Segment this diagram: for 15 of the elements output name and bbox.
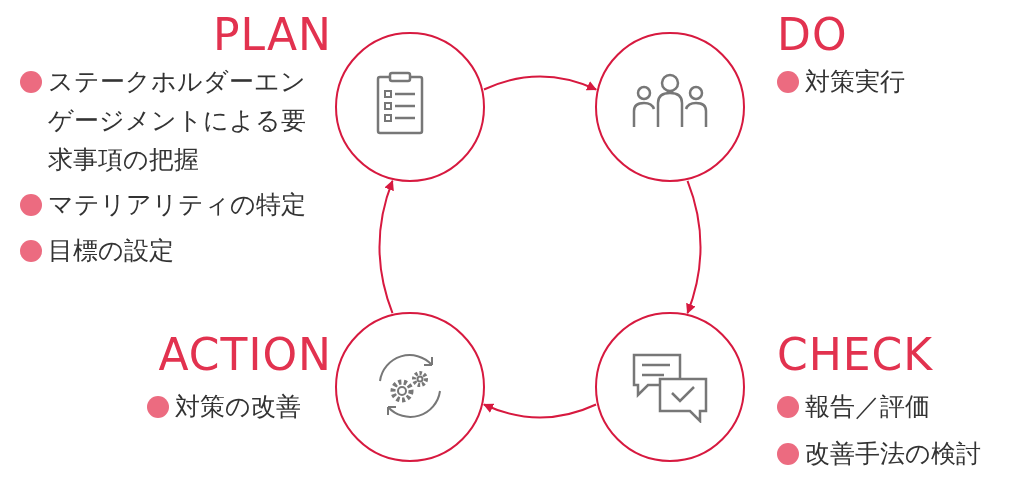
stage-heading: PLAN [211, 10, 332, 60]
stage-heading: DO [777, 10, 849, 60]
cycle-arrow [482, 75, 598, 91]
bullet-text: マテリアリティの特定 [48, 189, 307, 221]
bullet-text: 対策の改善 [175, 391, 302, 423]
bullet-text: 目標の設定 [48, 235, 175, 267]
stage-heading: CHECK [777, 330, 935, 380]
bullet-text: 改善手法の検討 [805, 438, 982, 470]
stage-heading: ACTION [157, 330, 332, 380]
cycle-arrow [685, 179, 702, 315]
cycle-arrow [482, 403, 598, 419]
bullet-text: 報告／評価 [805, 391, 931, 423]
cycle-arrow [378, 179, 395, 315]
bullet-text: ステークホルダーエンゲージメントによる要求事項の把握 [48, 66, 307, 176]
bullet-text: 対策実行 [805, 66, 906, 98]
